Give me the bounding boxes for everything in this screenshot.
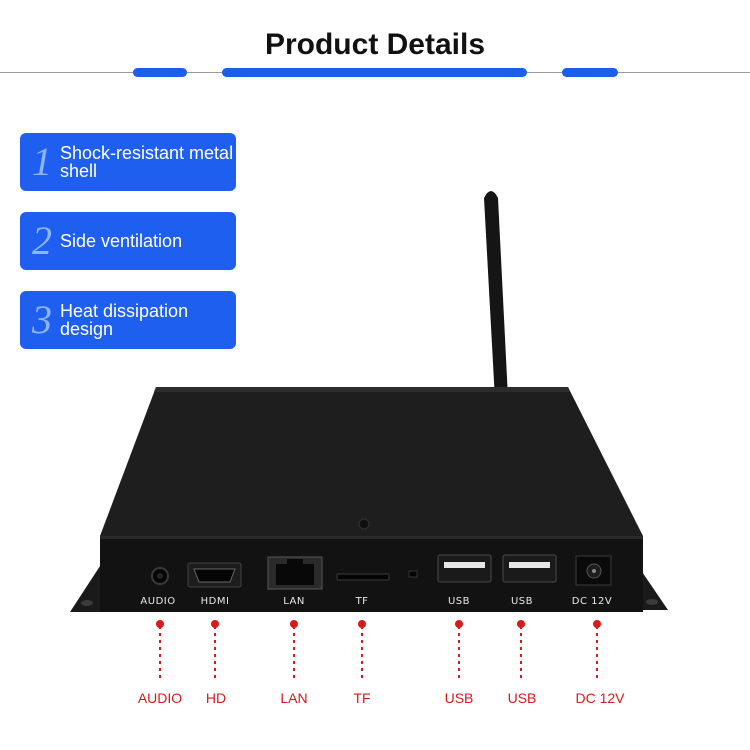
port-label-hdmi: HDMI — [200, 596, 230, 607]
callout-dots — [156, 620, 601, 628]
callout-hd: HD — [205, 690, 227, 706]
feature-number: 1 — [32, 139, 52, 184]
port-label-tf: TF — [355, 596, 369, 607]
feature-text-line: shell — [60, 161, 98, 181]
screw-icon — [358, 518, 370, 530]
callout-usb-2: USB — [507, 690, 537, 706]
antenna — [484, 191, 508, 400]
feature-text-line: design — [60, 319, 114, 339]
reset-button-icon — [408, 570, 418, 578]
tf-slot-icon — [336, 573, 390, 581]
port-label-dc: DC 12V — [571, 596, 613, 607]
page-title: Product Details — [264, 28, 486, 61]
feature-text-line: Heat dissipation — [60, 301, 189, 321]
feature-card-1: 1 Shock-resistant metal shell — [20, 133, 236, 191]
mount-bracket-left — [70, 563, 104, 612]
callout-usb-1: USB — [444, 690, 474, 706]
port-label-usb-2: USB — [510, 596, 534, 607]
callout-audio: AUDIO — [137, 690, 183, 706]
feature-text-line: Shock-resistant metal — [60, 143, 234, 163]
feature-text: Shock-resistant metal shell — [60, 144, 233, 180]
feature-card-3: 3 Heat dissipation design — [20, 291, 236, 349]
callout-leader-lines — [159, 626, 598, 680]
feature-number: 3 — [32, 297, 52, 342]
feature-text-line: Side ventilation — [60, 231, 183, 251]
feature-card-2: 2 Side ventilation — [20, 212, 236, 270]
divider-accent-right — [562, 68, 618, 77]
feature-text: Side ventilation — [60, 232, 182, 250]
feature-text: Heat dissipation design — [60, 302, 188, 338]
mount-bracket-right — [636, 563, 668, 610]
callout-tf: TF — [353, 690, 371, 706]
callout-dc: DC 12V — [575, 690, 625, 706]
feature-number: 2 — [32, 218, 52, 263]
callout-lan: LAN — [280, 690, 308, 706]
divider-accent-left — [133, 68, 187, 77]
divider-accent-center — [222, 68, 527, 77]
port-label-lan: LAN — [283, 596, 305, 607]
port-label-usb-1: USB — [447, 596, 471, 607]
port-label-audio: AUDIO — [140, 596, 176, 607]
device-top-panel — [100, 387, 643, 536]
